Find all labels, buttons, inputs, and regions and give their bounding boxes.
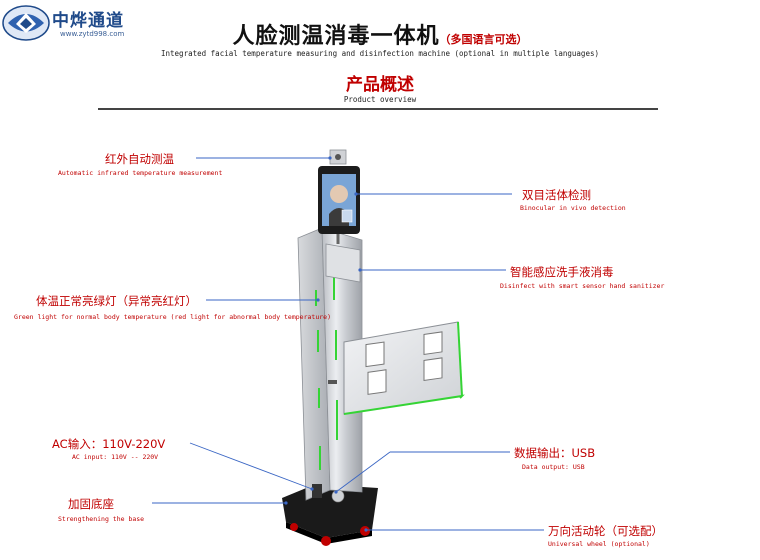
title-divider bbox=[98, 108, 658, 110]
wheel-icons bbox=[290, 523, 370, 546]
label-ac: AC输入：110V-220V bbox=[52, 437, 166, 451]
label-data-en: Data output: USB bbox=[522, 463, 585, 471]
section-title: 产品概述 bbox=[346, 75, 414, 95]
label-wheel: 万向活动轮（可选配） bbox=[548, 524, 663, 538]
gate-wing bbox=[343, 321, 465, 415]
leader-lines bbox=[152, 157, 544, 531]
section-english: Product overview bbox=[343, 95, 417, 104]
title-english: Integrated facial temperature measuring … bbox=[161, 49, 599, 58]
title-main: 人脸测温消毒一体机 bbox=[232, 24, 440, 49]
label-binocular: 双目活体检测 bbox=[522, 188, 591, 202]
logo-url: www.zytd998.com bbox=[60, 30, 125, 38]
label-wheel-en: Universal wheel (optional) bbox=[548, 540, 650, 548]
label-light: 体温正常亮绿灯（异常亮红灯） bbox=[36, 294, 197, 308]
page-title: 人脸测温消毒一体机（多国语言可选） bbox=[0, 18, 760, 50]
label-binocular-en: Binocular in vivo detection bbox=[520, 204, 626, 212]
label-base-en: Strengthening the base bbox=[58, 515, 145, 523]
label-disinfect-en: Disinfect with smart sensor hand sanitiz… bbox=[500, 282, 665, 290]
company-logo bbox=[0, 0, 150, 50]
label-data: 数据输出：USB bbox=[514, 446, 596, 460]
pillar bbox=[297, 227, 363, 503]
label-infrared: 红外自动测温 bbox=[105, 152, 174, 166]
label-infrared-en: Automatic infrared temperature measureme… bbox=[58, 169, 223, 177]
leader-dots bbox=[284, 156, 368, 532]
label-light-en: Green light for normal body temperature … bbox=[14, 313, 331, 321]
title-note: （多国语言可选） bbox=[439, 33, 528, 46]
label-disinfect: 智能感应洗手液消毒 bbox=[510, 265, 614, 279]
logo-name: 中烨通道 bbox=[52, 11, 124, 31]
label-base: 加固底座 bbox=[68, 497, 114, 511]
label-ac-en: AC input: 110V -- 220V bbox=[72, 453, 159, 461]
face-terminal bbox=[318, 149, 360, 244]
logo-emblem-icon bbox=[2, 5, 50, 41]
